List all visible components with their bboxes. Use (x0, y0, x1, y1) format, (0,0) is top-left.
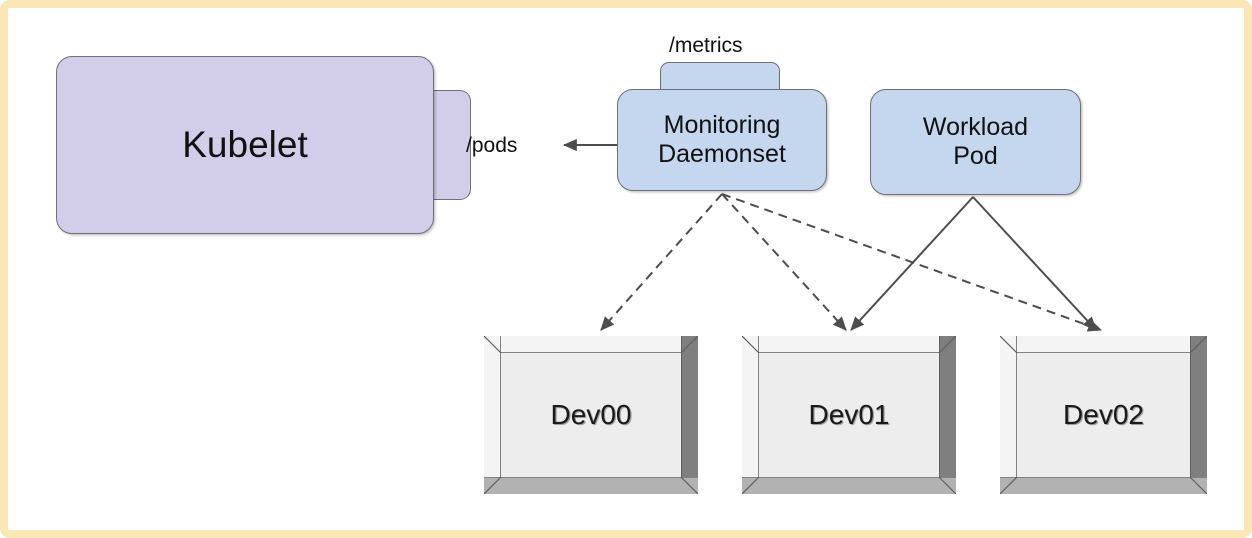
dev01-inner: Dev01 (759, 353, 939, 477)
node-kubelet[interactable]: Kubelet (56, 56, 434, 234)
edge-daemonset-to-dev00 (600, 193, 723, 331)
pods-edge-label: /pods (466, 134, 518, 157)
dev00-label: Dev00 (550, 399, 632, 430)
dev01-bevel-bottom (742, 477, 956, 494)
edge-daemonset-to-dev01 (721, 193, 847, 331)
dev00-corner-lines (484, 336, 698, 494)
monitoring-daemonset-label-line-1: Monitoring (663, 110, 781, 139)
dev01-bevel-left (742, 336, 759, 494)
metrics-edge-label: /metrics (669, 34, 743, 57)
dev01-corner-lines (742, 336, 956, 494)
dev02-bevel-right (1190, 336, 1207, 494)
dev02-bevel-left (1000, 336, 1017, 494)
dev00-bevel-top (484, 336, 698, 353)
node-workload-pod[interactable]: Workload Pod (870, 89, 1081, 195)
node-dev00[interactable]: Dev00 (484, 336, 698, 494)
monitoring-daemonset-label: Monitoring Daemonset (658, 111, 786, 170)
dev00-bevel-left (484, 336, 501, 494)
kubelet-side-tab (428, 90, 471, 200)
kubelet-label: Kubelet (182, 124, 308, 166)
node-dev01[interactable]: Dev01 (742, 336, 956, 494)
dev02-label: Dev02 (1063, 399, 1144, 430)
dev02-bevel-top (1000, 336, 1207, 353)
workload-pod-label-line-1: Workload (922, 112, 1029, 141)
dev01-bevel-top (742, 336, 956, 353)
dev02-corner-lines (1000, 336, 1207, 494)
edge-daemonset-to-dev02 (721, 193, 1103, 332)
diagram-canvas: Kubelet /metrics Monitoring Daemonset /p… (8, 8, 1244, 530)
edge-workload-to-dev02 (972, 196, 1097, 331)
dev02-inner: Dev02 (1017, 353, 1190, 477)
node-monitoring-daemonset[interactable]: Monitoring Daemonset (617, 89, 827, 191)
dev02-bevel-bottom (1000, 477, 1207, 494)
monitoring-daemonset-top-tab (660, 62, 780, 94)
workload-pod-label: Workload Pod (923, 113, 1028, 172)
dev00-inner: Dev00 (501, 353, 681, 477)
node-dev02[interactable]: Dev02 (1000, 336, 1207, 494)
edge-workload-to-dev01 (850, 196, 974, 331)
dev01-bevel-right (939, 336, 956, 494)
dev00-bevel-right (681, 336, 698, 494)
workload-pod-label-line-2: Pod (953, 142, 998, 170)
dev01-label: Dev01 (808, 399, 890, 430)
dev00-bevel-bottom (484, 477, 698, 494)
monitoring-daemonset-label-line-2: Daemonset (658, 140, 786, 168)
